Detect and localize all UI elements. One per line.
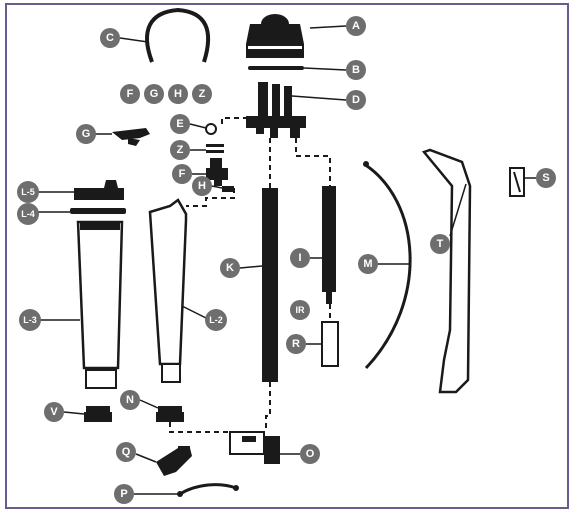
svg-text:L-3: L-3 (23, 315, 37, 325)
part-l5-top-cap (74, 180, 124, 200)
svg-text:K: K (226, 262, 234, 274)
badge-b: B (346, 60, 366, 80)
badge-l5: L-5 (17, 181, 39, 203)
part-p-tube (177, 483, 239, 497)
svg-text:I: I (298, 252, 301, 264)
part-i-stem (326, 292, 332, 304)
badge-z-top: Z (192, 84, 212, 104)
badge-t: T (430, 234, 450, 254)
part-m-tube (363, 162, 412, 370)
label-badges: A B C D F G H Z E G Z F H L-5 L-4 L-3 L-… (17, 16, 556, 504)
svg-text:E: E (176, 118, 183, 130)
badge-o: O (300, 444, 320, 464)
svg-text:L-4: L-4 (21, 209, 35, 219)
part-c-clip (145, 7, 211, 63)
svg-text:Q: Q (122, 446, 131, 458)
svg-text:P: P (120, 488, 127, 500)
part-l3-housing (76, 220, 124, 389)
svg-text:R: R (292, 338, 300, 350)
svg-text:A: A (352, 20, 360, 32)
svg-text:F: F (127, 88, 134, 100)
part-m-tube-end (363, 161, 369, 167)
svg-text:L-2: L-2 (209, 315, 223, 325)
badge-l3: L-3 (19, 309, 41, 331)
svg-text:H: H (198, 180, 206, 192)
svg-text:L-5: L-5 (21, 187, 35, 197)
part-d-manifold (246, 82, 306, 138)
svg-text:N: N (126, 394, 134, 406)
badge-z: Z (170, 140, 190, 160)
part-o-valve (229, 431, 280, 464)
badge-l4: L-4 (17, 203, 39, 225)
badge-c: C (100, 28, 120, 48)
svg-text:G: G (82, 128, 91, 140)
badge-q: Q (116, 442, 136, 462)
svg-text:H: H (174, 88, 182, 100)
part-l4-gasket (70, 208, 126, 214)
part-h-connector (222, 186, 234, 192)
svg-text:C: C (106, 32, 114, 44)
badge-h: H (192, 176, 212, 196)
part-r-insert (321, 321, 339, 367)
svg-text:IR: IR (296, 305, 306, 315)
badge-f: F (172, 164, 192, 184)
badge-e: E (170, 114, 190, 134)
badge-i: I (290, 248, 310, 268)
connection-lines (169, 117, 331, 433)
badge-p: P (114, 484, 134, 504)
svg-text:Z: Z (199, 88, 206, 100)
svg-text:F: F (179, 168, 186, 180)
badge-s: S (536, 168, 556, 188)
part-g-lever (112, 128, 150, 146)
badge-d: D (346, 90, 366, 110)
part-e-ring (205, 123, 217, 135)
leader-lines (38, 25, 536, 495)
diagram-frame (5, 3, 569, 509)
badge-v: V (44, 402, 64, 422)
badge-k: K (220, 258, 240, 278)
part-i-filter (322, 186, 336, 292)
svg-text:O: O (306, 448, 315, 460)
part-q-handle (156, 446, 192, 476)
part-k-filter (262, 188, 278, 382)
svg-text:T: T (437, 238, 444, 250)
part-l2-housing (148, 198, 188, 383)
badge-a: A (346, 16, 366, 36)
part-s-mark (513, 171, 521, 193)
part-z-spring (206, 144, 224, 153)
badge-g-top: G (144, 84, 164, 104)
badge-m: M (358, 254, 378, 274)
badge-r: R (286, 334, 306, 354)
svg-text:G: G (150, 88, 159, 100)
badge-g: G (76, 124, 96, 144)
badge-n: N (120, 390, 140, 410)
part-a-cap (246, 14, 304, 58)
part-v-cap (84, 406, 112, 422)
svg-text:M: M (363, 258, 372, 270)
svg-text:Z: Z (177, 144, 184, 156)
part-b-oring (248, 66, 304, 70)
badge-l2: L-2 (205, 309, 227, 331)
part-t-bracket (421, 148, 472, 394)
svg-text:B: B (352, 64, 360, 76)
badge-f-top: F (120, 84, 140, 104)
part-n-cap (156, 406, 184, 422)
svg-text:S: S (542, 172, 549, 184)
badge-h-top: H (168, 84, 188, 104)
svg-text:D: D (352, 94, 360, 106)
part-f-valve (206, 158, 228, 186)
svg-text:V: V (50, 406, 58, 418)
badge-ir: IR (290, 300, 310, 320)
